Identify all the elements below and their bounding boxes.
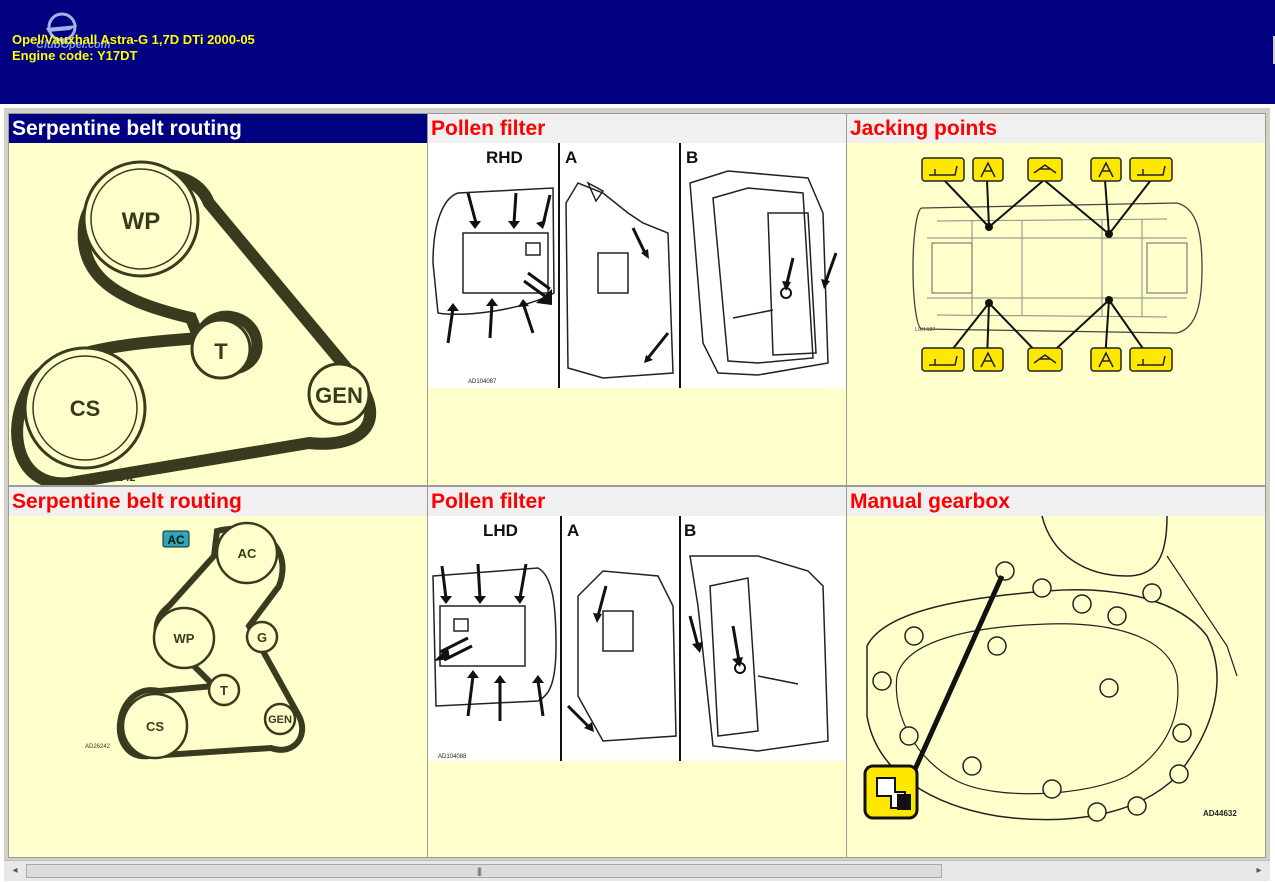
ac-badge: AC [167,533,185,547]
pulley-label-wp: WP [174,631,195,646]
panel-title[interactable]: Serpentine belt routing [9,487,427,516]
panel-title[interactable]: Manual gearbox [847,487,1265,516]
pulley-label-g: G [257,630,267,645]
belt-diagram: WP T CS GEN AD26242 [11,160,377,485]
pollen-filter-rhd-diagram: RHD A B AD104087 [428,143,846,388]
view-label-a: A [567,521,579,540]
engine-code: Engine code: Y17DT [12,48,138,63]
scroll-thumb[interactable]: ||| [26,864,942,878]
panel-pollen-filter-lhd[interactable]: Pollen filter LHD A B AD104088 [427,486,847,858]
opel-logo-icon: ClubOpel.com [36,12,111,50]
jacking-points-diagram: LGH 107 [912,157,1203,372]
bolt-icon [872,561,1192,822]
header-edge [1273,36,1275,64]
svg-text:ClubOpel.com: ClubOpel.com [36,39,111,50]
view-label-a: A [565,148,577,167]
lift-icon [1090,157,1122,182]
lift-icon [972,157,1004,182]
jack-icon [1129,347,1173,372]
panel-title[interactable]: Jacking points [847,114,1265,143]
view-label-b: B [684,521,696,540]
pollen-filter-lhd-diagram: LHD A B AD104088 [428,516,846,761]
figure-code: AD44632 [1203,809,1237,818]
scroll-right-icon[interactable]: ▸ [1256,865,1262,876]
belt-ac-diagram: AC AC WP G T CS GEN AD26242 [85,521,306,760]
panel-title[interactable]: Serpentine belt routing [9,114,427,143]
figure-code: AD26242 [89,472,135,484]
figure-code: AD104088 [438,754,467,760]
panel-jacking-points[interactable]: Jacking points LGH 107 [846,113,1266,486]
manual-gearbox-diagram: AD44632 [863,516,1238,822]
jack-icon [1129,157,1173,182]
horizontal-scrollbar[interactable]: ◂ ||| ▸ [4,860,1270,881]
pulley-label-wp: WP [122,208,161,235]
panel-serpentine-belt-1[interactable]: Serpentine belt routing WP T CS GEN AD26… [8,113,428,486]
pulley-label-gen: GEN [315,383,363,408]
scroll-left-icon[interactable]: ◂ [12,865,18,876]
figure-code: AD104087 [468,379,497,385]
figure-code: LGH 107 [915,327,935,333]
jack-icon [921,157,965,182]
lift-icon [1090,347,1122,372]
grip-icon: ||| [477,866,482,876]
panel-serpentine-belt-2[interactable]: Serpentine belt routing AC AC WP G T CS … [8,486,428,858]
jack-pad-icon [1027,347,1063,372]
side-label: LHD [483,521,518,540]
figure-code: AD26242 [85,744,111,750]
view-label-b: B [686,148,698,167]
panel-title[interactable]: Pollen filter [428,487,846,516]
app-header: ClubOpel.com Opel/Vauxhall Astra-G 1,7D … [0,0,1275,104]
pulley-label-ac: AC [238,546,257,561]
pulley-label-cs: CS [146,719,164,734]
jack-pad-icon [1027,157,1063,182]
pulley-label-cs: CS [70,396,101,421]
side-label: RHD [486,148,523,167]
drain-plug-icon [863,764,919,820]
pulley-label-gen: GEN [268,714,292,726]
panel-title[interactable]: Pollen filter [428,114,846,143]
lift-icon [972,347,1004,372]
panel-manual-gearbox[interactable]: Manual gearbox AD44632 [846,486,1266,858]
vehicle-title: Opel/Vauxhall Astra-G 1,7D DTi 2000-05 [12,32,255,47]
pulley-label-t: T [214,339,228,364]
pulley-label-t: T [220,683,228,698]
panel-pollen-filter-rhd[interactable]: Pollen filter RHD A B AD104087 [427,113,847,486]
jack-icon [921,347,965,372]
